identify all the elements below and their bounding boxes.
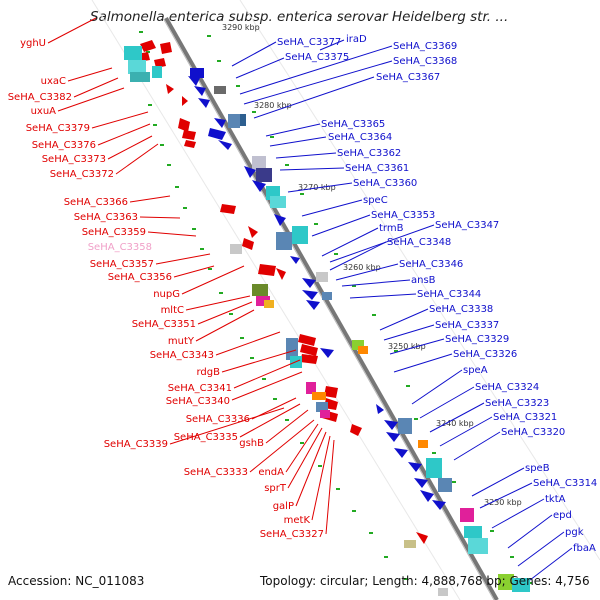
right-gene-label-seha-c3360: SeHA_C3360: [353, 178, 417, 189]
right-gene-label-seha-c3362: SeHA_C3362: [337, 148, 401, 159]
right-gene-label-seha-c3329: SeHA_C3329: [445, 334, 509, 345]
scale-3230: 3230 kbp: [484, 498, 522, 507]
right-gene-label-seha-c3368: SeHA_C3368: [393, 56, 457, 67]
left-gene-label-seha-c3382: SeHA_C3382: [8, 92, 72, 103]
left-gene-label-enda: endA: [258, 467, 284, 478]
right-gene-label-seha-c3346: SeHA_C3346: [399, 259, 463, 270]
left-gene-label-rdgb: rdgB: [197, 367, 221, 378]
ticks-outer: [139, 31, 408, 580]
right-gene-label-seha-c3323: SeHA_C3323: [485, 398, 549, 409]
left-gene-label-nupg: nupG: [153, 289, 180, 300]
inner-ring-left: [91, 0, 461, 600]
right-gene-label-seha-c3326: SeHA_C3326: [453, 349, 517, 360]
right-leader-lines: [231, 39, 573, 581]
right-gene-label-seha-c3347: SeHA_C3347: [435, 220, 499, 231]
left-gene-label-seha-c3379: SeHA_C3379: [26, 123, 90, 134]
left-gene-label-metk: metK: [284, 515, 311, 526]
left-leader-lines: [47, 17, 335, 535]
left-gene-label-seha-c3363: SeHA_C3363: [74, 212, 138, 223]
left-gene-label-seha-c3373: SeHA_C3373: [42, 154, 106, 165]
left-gene-label-gshb: gshB: [239, 438, 264, 449]
right-gene-label-seha-c3344: SeHA_C3344: [417, 289, 481, 300]
inner-ring-right: [239, 0, 600, 561]
right-gene-label-seha-c3338: SeHA_C3338: [429, 304, 493, 315]
left-gene-label-seha-c3339: SeHA_C3339: [104, 439, 168, 450]
feature-blocks: [124, 46, 530, 596]
right-gene-label-seha-c3365: SeHA_C3365: [321, 119, 385, 130]
left-gene-label-seha-c3333: SeHA_C3333: [184, 467, 248, 478]
left-gene-label-seha-c3372: SeHA_C3372: [50, 169, 114, 180]
reverse-strand-genes: [188, 76, 446, 510]
right-gene-label-seha-c3320: SeHA_C3320: [501, 427, 565, 438]
left-gene-label-seha-c3336: SeHA_C3336: [186, 414, 250, 425]
right-gene-label-seha-c3321: SeHA_C3321: [493, 412, 557, 423]
scale-3290: 3290 kbp: [222, 23, 260, 32]
right-gene-label-irad: iraD: [346, 34, 367, 45]
ticks-inner: [207, 35, 532, 584]
left-gene-label-seha-c3366: SeHA_C3366: [64, 197, 128, 208]
right-gene-label-spec: speC: [363, 195, 388, 206]
right-gene-label-trmb: trmB: [379, 223, 404, 234]
accession-label: Accession: NC_011083: [8, 574, 145, 588]
left-gene-label-uxua: uxuA: [31, 106, 57, 117]
left-gene-label-mltc: mltC: [161, 305, 184, 316]
left-gene-label-sprt: sprT: [264, 483, 287, 494]
right-gene-label-seha-c3324: SeHA_C3324: [475, 382, 539, 393]
right-gene-label-seha-c3364: SeHA_C3364: [328, 132, 392, 143]
left-gene-label-seha-c3327: SeHA_C3327: [260, 529, 324, 540]
scale-3260: 3260 kbp: [343, 263, 381, 272]
left-gene-label-seha-c3340: SeHA_C3340: [166, 396, 230, 407]
right-gene-label-spea: speA: [463, 365, 488, 376]
left-gene-label-seha-c3335: SeHA_C3335: [174, 432, 238, 443]
left-gene-label-seha-c3376: SeHA_C3376: [32, 140, 96, 151]
left-gene-label-seha-c3343: SeHA_C3343: [150, 350, 214, 361]
right-gene-label-speb: speB: [525, 463, 550, 474]
right-gene-label-epd: epd: [553, 510, 572, 521]
scale-3250: 3250 kbp: [388, 342, 426, 351]
left-gene-label-seha-c3341: SeHA_C3341: [168, 383, 232, 394]
right-gene-label-seha-c3369: SeHA_C3369: [393, 41, 457, 52]
right-gene-label-seha-c3314: SeHA_C3314: [533, 478, 597, 489]
topology-summary: Topology: circular; Length: 4,888,768 bp…: [260, 574, 590, 588]
right-gene-label-seha-c3375: SeHA_C3375: [285, 52, 349, 63]
left-gene-label-seha-c3356: SeHA_C3356: [108, 272, 172, 283]
right-gene-label-seha-c3361: SeHA_C3361: [345, 163, 409, 174]
scale-3280: 3280 kbp: [254, 101, 292, 110]
right-gene-label-seha-c3337: SeHA_C3337: [435, 320, 499, 331]
left-gene-label-uxac: uxaC: [41, 76, 66, 87]
right-gene-label-tkta: tktA: [545, 494, 566, 505]
left-gene-label-seha-c3358: SeHA_C3358: [88, 242, 152, 253]
right-gene-label-fbaa: fbaA: [573, 543, 596, 554]
left-gene-label-seha-c3359: SeHA_C3359: [82, 227, 146, 238]
right-gene-label-seha-c3348: SeHA_C3348: [387, 237, 451, 248]
right-gene-label-seha-c3377: SeHA_C3377: [277, 37, 341, 48]
genome-map-title: Salmonella enterica subsp. enterica sero…: [90, 9, 509, 25]
scale-3240: 3240 kbp: [436, 419, 474, 428]
right-gene-label-seha-c3353: SeHA_C3353: [371, 210, 435, 221]
left-gene-label-seha-c3351: SeHA_C3351: [132, 319, 196, 330]
right-gene-label-ansb: ansB: [411, 275, 436, 286]
right-gene-label-seha-c3367: SeHA_C3367: [376, 72, 440, 83]
right-gene-label-pgk: pgk: [565, 527, 584, 538]
left-gene-label-yghu: yghU: [20, 38, 46, 49]
left-gene-label-seha-c3357: SeHA_C3357: [90, 259, 154, 270]
left-gene-label-galp: galP: [273, 501, 294, 512]
left-gene-label-muty: mutY: [168, 336, 195, 347]
